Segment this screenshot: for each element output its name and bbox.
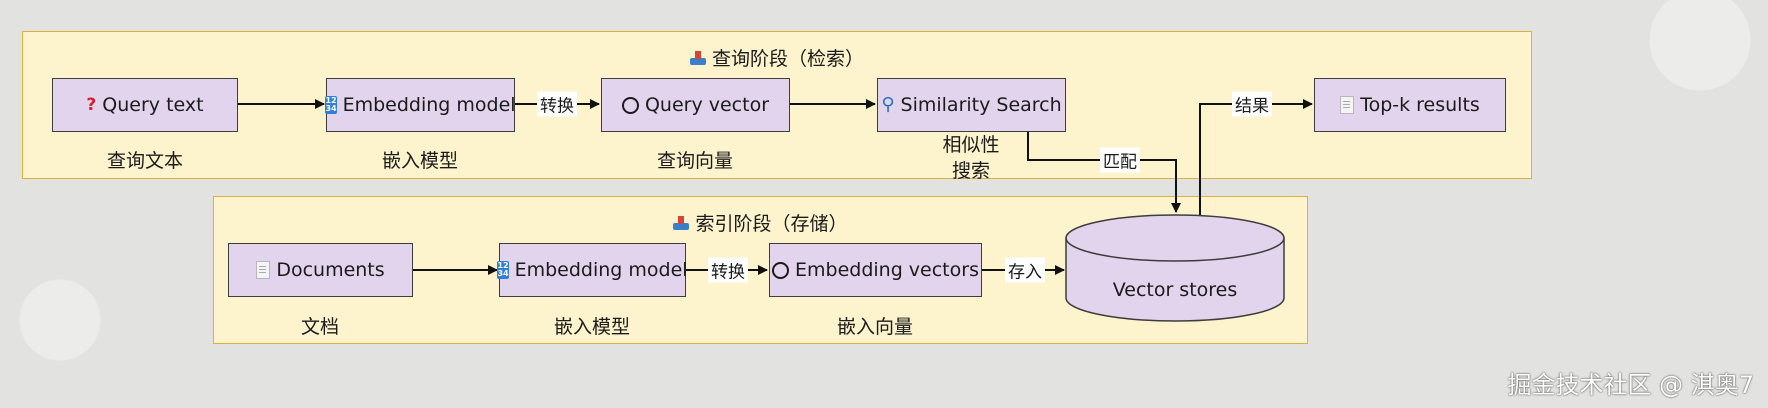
caption-index-embedding-model: 嵌入模型: [553, 316, 631, 338]
inbox-tray-icon: [689, 50, 706, 65]
watermark: 掘金技术社区 @ 淇奥7: [1507, 371, 1754, 399]
document-icon: [256, 261, 271, 279]
caption-query-text: 查询文本: [106, 150, 184, 172]
edge-store-to-results: [1199, 99, 1313, 215]
edge-label-result: 结果: [1232, 91, 1272, 117]
caption-embedding-model: 嵌入模型: [381, 150, 459, 172]
embedding-vectors-node: Embedding vectors: [769, 243, 982, 297]
similarity-search-node: ⚲ Similarity Search: [877, 78, 1066, 132]
magnifier-icon: ⚲: [881, 94, 895, 115]
circle-icon: [621, 96, 639, 114]
caption-query-vector: 查询向量: [656, 150, 734, 172]
inbox-tray-icon: [673, 215, 690, 230]
query-phase-title: 查询阶段（检索）: [23, 44, 1531, 71]
query-text-node: ? Query text: [52, 78, 238, 132]
documents-node: Documents: [228, 243, 413, 297]
document-icon: [1340, 96, 1355, 114]
vector-stores-label: Vector stores: [1112, 279, 1238, 301]
top-k-results-node: Top-k results: [1314, 78, 1506, 132]
edge-label-convert-index: 转换: [708, 257, 748, 283]
circle-icon: [772, 261, 789, 279]
edge-label-store: 存入: [1005, 257, 1045, 283]
edge-label-match: 匹配: [1100, 147, 1140, 173]
question-mark-icon: ?: [86, 94, 97, 115]
vector-store-cylinder: [1065, 214, 1285, 322]
index-phase-title: 索引阶段（存储）: [214, 209, 1307, 236]
caption-similarity-search: 相似性搜索: [942, 134, 1000, 182]
query-vector-node: Query vector: [601, 78, 790, 132]
caption-embedding-vectors: 嵌入向量: [836, 316, 914, 338]
caption-documents: 文档: [300, 316, 340, 338]
edge-label-convert: 转换: [537, 91, 577, 117]
